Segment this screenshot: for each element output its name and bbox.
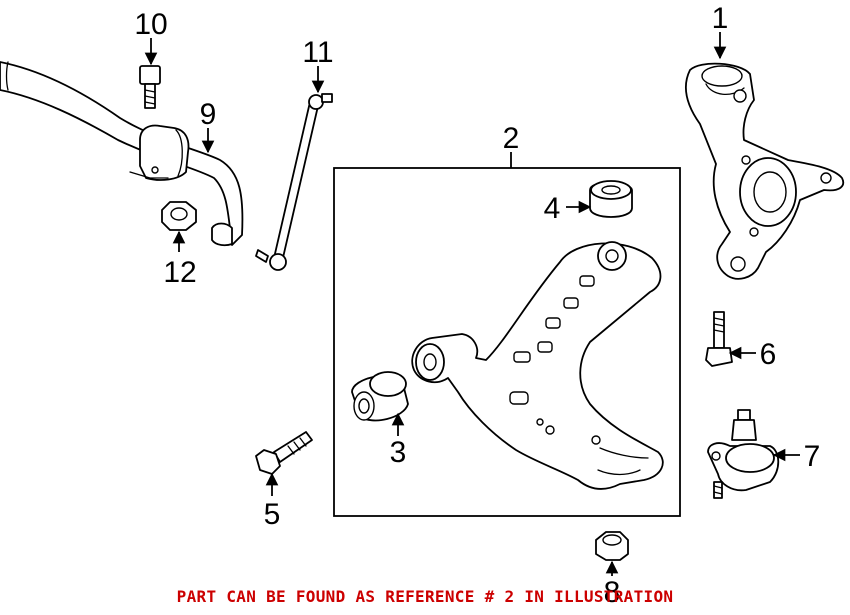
callout-11: 11 xyxy=(302,36,333,69)
callout-5: 5 xyxy=(264,498,281,531)
footer-note: PART CAN BE FOUND AS REFERENCE # 2 IN IL… xyxy=(176,587,674,606)
stabilizer-bushing-bracket[interactable] xyxy=(129,124,190,181)
callout-4: 4 xyxy=(544,192,561,225)
bolt-6[interactable] xyxy=(705,311,733,367)
callout-1: 1 xyxy=(712,2,729,35)
callout-2: 2 xyxy=(503,122,520,155)
callout-6: 6 xyxy=(760,338,777,371)
ball-joint[interactable] xyxy=(707,409,780,499)
callout-3: 3 xyxy=(390,436,407,469)
bolt-10[interactable] xyxy=(139,65,161,109)
callout-8: 8 xyxy=(604,576,621,609)
rear-bushing[interactable] xyxy=(589,180,633,218)
nut-8[interactable] xyxy=(595,531,629,561)
nut-12[interactable] xyxy=(161,201,197,231)
stabilizer-link[interactable] xyxy=(255,93,333,271)
callout-10: 10 xyxy=(134,8,167,41)
bushing-clamp[interactable] xyxy=(211,222,233,247)
bolt-5[interactable] xyxy=(255,431,313,475)
callout-9: 9 xyxy=(200,98,217,131)
stabilizer-bar[interactable] xyxy=(0,61,244,246)
front-bushing[interactable] xyxy=(351,371,409,422)
control-arm[interactable] xyxy=(411,241,664,490)
reference-2-frame xyxy=(333,167,681,517)
callout-7: 7 xyxy=(804,440,821,473)
callout-12: 12 xyxy=(163,256,196,289)
steering-knuckle[interactable] xyxy=(685,62,845,280)
